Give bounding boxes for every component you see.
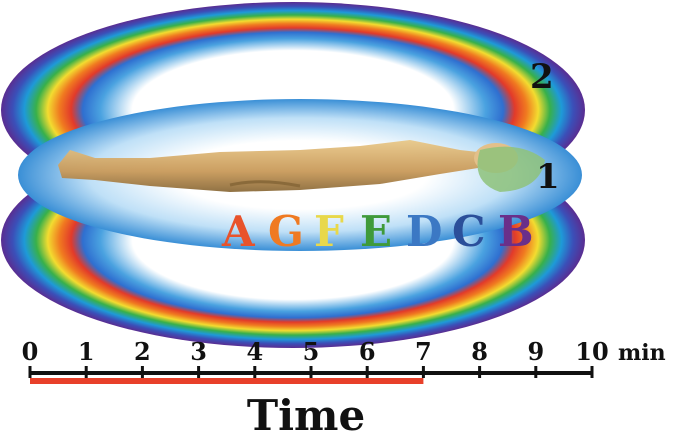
body-letter-c: C	[452, 207, 485, 256]
tick-label-3: 3	[190, 337, 207, 366]
body-letter-b: B	[498, 207, 534, 256]
tick-label-0: 0	[22, 337, 39, 366]
timeline-title: Time	[247, 391, 365, 440]
tick-label-9: 9	[527, 337, 544, 366]
tick-label-10: 10	[575, 337, 608, 366]
timeline-elapsed-bar	[30, 378, 423, 384]
body-letter-e: E	[360, 207, 392, 256]
body-letter-d: D	[406, 207, 442, 256]
tick-label-2: 2	[134, 337, 151, 366]
outer-field-label: 2	[530, 57, 554, 97]
tick-label-1: 1	[78, 337, 95, 366]
tick-label-4: 4	[246, 337, 263, 366]
tick-label-6: 6	[359, 337, 376, 366]
timeline-unit: min	[618, 340, 666, 366]
tick-label-5: 5	[303, 337, 320, 366]
body-letter-f: F	[314, 207, 344, 256]
body-letter-a: A	[221, 207, 256, 256]
tick-label-7: 7	[415, 337, 432, 366]
tick-label-8: 8	[471, 337, 488, 366]
timeline-tick-labels: 0 1 2 3 4 5 6 7 8 9 10	[22, 337, 609, 366]
body-letter-g: G	[268, 207, 304, 256]
inner-field-label: 1	[536, 157, 560, 197]
